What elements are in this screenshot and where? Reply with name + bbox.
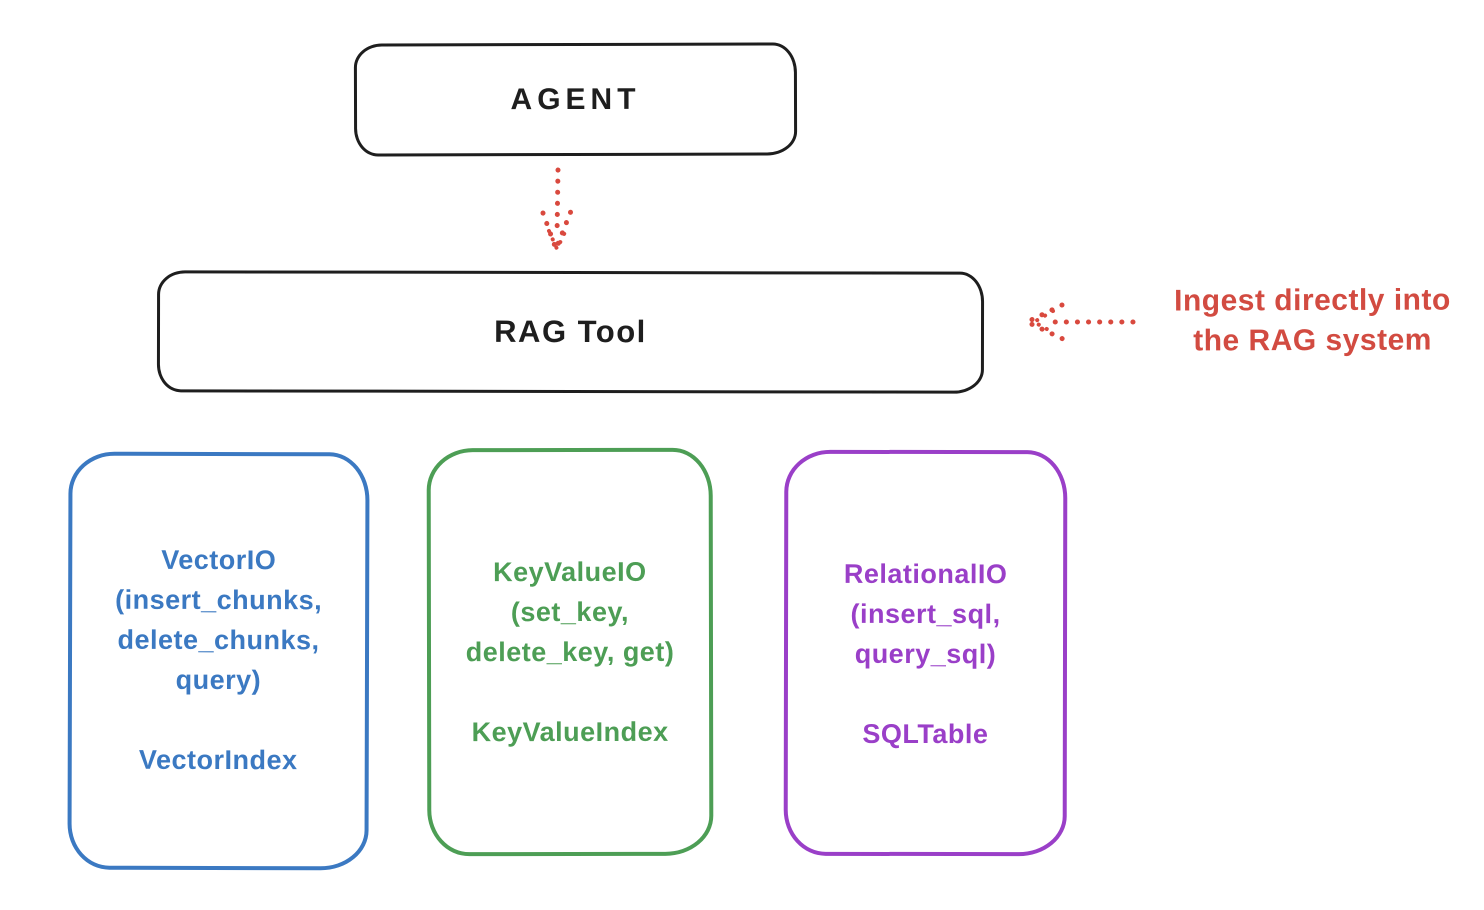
backend-methods-line: delete_chunks, <box>117 624 320 656</box>
backend-methods-line: delete_key, get) <box>465 636 675 668</box>
backend-title: RelationalIO <box>843 558 1008 590</box>
line-gap <box>788 674 1063 714</box>
line-gap <box>72 700 365 741</box>
ingest-annotation-arrow <box>1024 302 1136 342</box>
backend-text-vector-io: VectorIO (insert_chunks, delete_chunks, … <box>72 456 366 781</box>
agent-to-ragtool-arrow <box>540 167 574 254</box>
backend-box-vector-io: VectorIO (insert_chunks, delete_chunks, … <box>67 451 370 871</box>
backend-methods-line: query) <box>175 664 262 696</box>
ingest-annotation-line1: Ingest directly into <box>1174 283 1451 318</box>
backend-text-relational-io: RelationalIO (insert_sql, query_sql) SQL… <box>788 454 1064 754</box>
backend-methods-line: (insert_chunks, <box>115 584 323 616</box>
backend-box-keyvalue-io: KeyValueIO (set_key, delete_key, get) Ke… <box>426 447 714 857</box>
ingest-annotation: Ingest directly into the RAG system <box>1140 280 1484 361</box>
backend-title: KeyValueIO <box>493 556 647 588</box>
line-gap <box>431 672 709 712</box>
backend-methods-line: (set_key, <box>510 596 629 628</box>
backend-index-label: KeyValueIndex <box>471 716 669 748</box>
backend-methods-line: query_sql) <box>854 638 997 670</box>
backend-text-keyvalue-io: KeyValueIO (set_key, delete_key, get) Ke… <box>431 452 710 752</box>
rag-tool-label: RAG Tool <box>494 313 647 350</box>
backend-index-label: SQLTable <box>862 718 989 750</box>
backend-title: VectorIO <box>161 544 277 576</box>
agent-box: AGENT <box>353 42 798 157</box>
backend-index-label: VectorIndex <box>138 744 298 776</box>
rag-tool-box: RAG Tool <box>156 270 985 394</box>
ingest-annotation-line2: the RAG system <box>1193 323 1432 358</box>
backend-methods-line: (insert_sql, <box>850 598 1001 630</box>
backend-box-relational-io: RelationalIO (insert_sql, query_sql) SQL… <box>783 449 1068 857</box>
agent-label: AGENT <box>510 82 641 116</box>
